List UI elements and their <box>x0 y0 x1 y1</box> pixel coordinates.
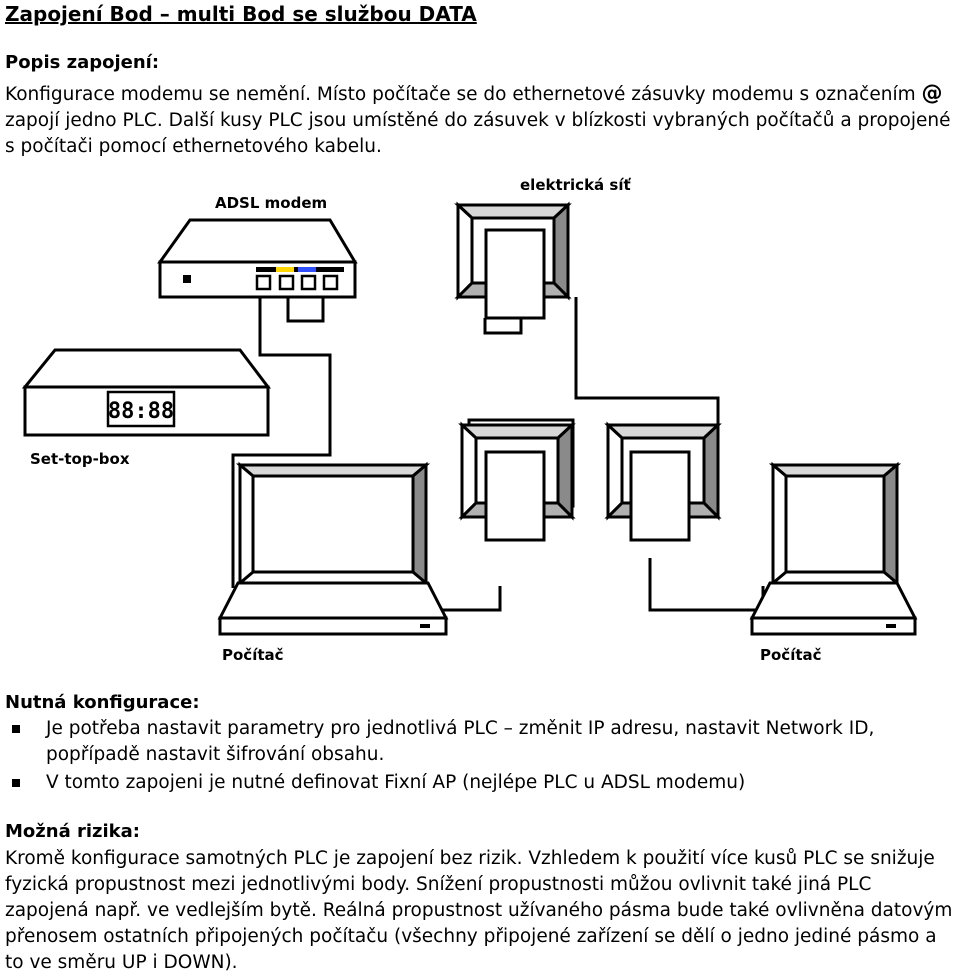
power-network-label: elektrická síť <box>520 176 631 194</box>
at-symbol: @ <box>921 81 943 105</box>
bullet-square-icon <box>12 779 20 787</box>
modem-label: ADSL modem <box>215 194 327 212</box>
computer-right-label: Počítač <box>760 646 822 664</box>
set-top-box-label: Set-top-box <box>30 450 130 468</box>
cable-plc-to-right-pc <box>648 558 765 612</box>
modem-led-blue <box>298 267 316 272</box>
computer-left <box>217 461 449 636</box>
description-heading: Popis zapojení: <box>5 52 160 73</box>
config-heading: Nutná konfigurace: <box>5 692 200 713</box>
description-paragraph: Konfigurace modemu se nemění. Místo počí… <box>5 80 960 160</box>
config-item: V tomto zapojeni je nutné definovat Fixn… <box>0 770 955 796</box>
description-text-part1: Konfigurace modemu se nemění. Místo počí… <box>5 84 916 105</box>
config-item: Je potřeba nastavit parametry pro jednot… <box>0 716 955 768</box>
plc-adapter-top <box>454 201 572 320</box>
cable-modem-loop <box>286 287 325 323</box>
plc-adapter-right <box>604 421 722 542</box>
computer-left-label: Počítač <box>222 646 284 664</box>
page-title: Zapojení Bod – multi Bod se službou DATA <box>5 2 477 26</box>
description-text-part2: zapojí jedno PLC. Další kusy PLC jsou um… <box>5 110 951 157</box>
risks-heading: Možná rizika: <box>5 821 140 842</box>
set-top-box-display: 88:88 <box>108 399 174 424</box>
cable-modem-to-left-pc <box>231 290 332 588</box>
plc-adapter-left <box>458 421 576 542</box>
modem-led-yellow <box>276 267 294 272</box>
bullet-square-icon <box>12 725 20 733</box>
computer-right <box>749 461 918 636</box>
adsl-modem <box>157 218 358 299</box>
config-item-text: V tomto zapojeni je nutné definovat Fixn… <box>46 772 746 793</box>
risks-paragraph: Kromě konfigurace samotných PLC je zapoj… <box>5 848 953 973</box>
network-diagram: elektrická síť ADSL modem 88:88 Set-top-… <box>21 176 918 664</box>
set-top-box: 88:88 <box>21 348 272 437</box>
config-list: Je potřeba nastavit parametry pro jednot… <box>0 716 955 798</box>
config-item-text: Je potřeba nastavit parametry pro jednot… <box>46 718 875 765</box>
